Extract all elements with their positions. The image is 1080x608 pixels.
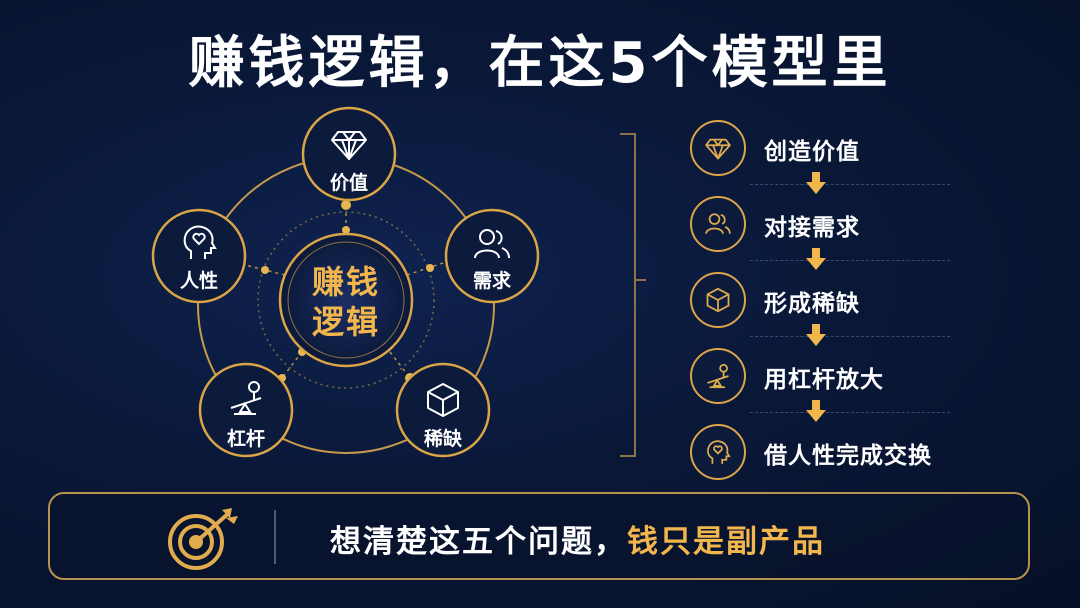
cube-icon xyxy=(427,383,459,417)
step-4-divider xyxy=(750,412,950,413)
step-1-icon-circle xyxy=(690,120,746,176)
step-1: 创造价值 xyxy=(690,120,950,185)
bracket xyxy=(620,133,636,457)
arrow-down-icon xyxy=(806,324,826,346)
step-3-label: 形成稀缺 xyxy=(764,291,860,317)
step-3-icon-circle xyxy=(690,272,746,328)
lever-icon xyxy=(230,381,262,415)
cube-icon xyxy=(706,287,730,313)
step-2-label: 对接需求 xyxy=(764,215,860,241)
hub-inner-ring xyxy=(287,241,405,359)
footer-divider xyxy=(274,510,276,564)
step-2-icon-circle xyxy=(690,196,746,252)
step-4: 用杠杆放大 xyxy=(690,348,950,413)
node-label-demand: 需求 xyxy=(472,270,511,292)
inner-dotted-ring xyxy=(257,211,435,389)
step-5: 借人性完成交换 xyxy=(690,424,950,480)
arrow-down-icon xyxy=(806,172,826,194)
hub-label: 赚钱 逻辑 xyxy=(286,262,406,342)
diamond-icon xyxy=(331,131,367,160)
node-label-human: 人性 xyxy=(179,270,218,292)
footer-highlight: 钱只是副产品 xyxy=(627,524,825,560)
page-title: 赚钱逻辑，在这5个模型里 xyxy=(188,31,892,96)
step-2: 对接需求 xyxy=(690,196,950,261)
step-3-divider xyxy=(750,336,950,337)
step-4-label: 用杠杆放大 xyxy=(764,367,884,393)
node-label-leverage: 杠杆 xyxy=(226,428,265,450)
spokes xyxy=(244,205,447,379)
node-circles xyxy=(151,106,540,458)
footer-text: 想清楚这五个问题， xyxy=(330,524,627,560)
step-5-label: 借人性完成交换 xyxy=(764,443,932,469)
bracket-tick xyxy=(634,279,646,281)
users-icon xyxy=(705,213,731,235)
footer-banner: 想清楚这五个问题，钱只是副产品 xyxy=(48,492,1030,580)
step-4-icon-circle xyxy=(690,348,746,404)
target-arrow-icon xyxy=(168,508,238,570)
node-label-scarcity: 稀缺 xyxy=(423,428,462,450)
diamond-icon xyxy=(705,138,731,160)
head-heart-icon xyxy=(183,225,217,259)
hub-line-1: 赚钱 xyxy=(311,263,380,301)
step-3: 形成稀缺 xyxy=(690,272,950,337)
arrow-down-icon xyxy=(806,248,826,270)
head-heart-icon xyxy=(707,440,731,464)
step-1-divider xyxy=(750,184,950,185)
hub-outer-ring xyxy=(278,232,414,368)
step-1-label: 创造价值 xyxy=(764,139,860,165)
step-5-icon-circle xyxy=(690,424,746,480)
step-2-divider xyxy=(750,260,950,261)
lever-icon xyxy=(707,363,729,389)
arrow-down-icon xyxy=(806,400,826,422)
hub-line-2: 逻辑 xyxy=(311,303,380,341)
footer-message: 想清楚这五个问题，钱只是副产品 xyxy=(330,516,825,561)
node-label-value: 价值 xyxy=(329,172,368,194)
users-icon xyxy=(474,229,510,259)
